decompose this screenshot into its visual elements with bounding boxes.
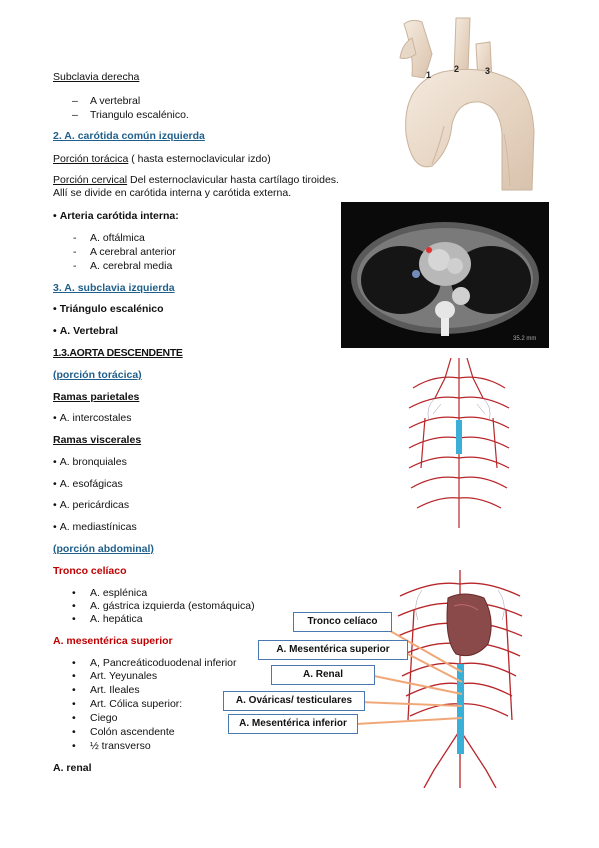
label-renal: A. Renal [271, 665, 375, 685]
porcion-cervical-text: Del esternoclavicular hasta cartílago ti… [127, 174, 339, 186]
list-item: A. pericárdicas [53, 499, 129, 511]
porcion-toracica-line: Porción torácica ( hasta esternoclavicul… [53, 153, 271, 165]
svg-text:35.2 mm: 35.2 mm [513, 336, 536, 342]
list-item: A. gástrica izquierda (estomáquica) [72, 600, 255, 612]
arch-label-1: 1 [426, 70, 431, 80]
porcion-cervical-text2: Allí se divide en carótida interna y car… [53, 187, 292, 199]
porcion-abdominal-section: (porción abdominal) [53, 543, 154, 555]
list-item: A. esofágicas [53, 478, 123, 490]
label-mesenterica-inferior: A. Mesentérica inferior [228, 714, 358, 734]
mesenterica-superior-heading: A. mesentérica superior [53, 635, 173, 647]
label-tronco-celiaco: Tronco celíaco [293, 612, 392, 632]
subclavia-izquierda-heading: 3. A. subclavia izquierda [53, 282, 175, 294]
list-item: A, Pancreáticoduodenal inferior [72, 657, 236, 669]
list-item: A. esplénica [72, 587, 147, 599]
list-item: A. hepática [72, 613, 142, 625]
porcion-toracica-text: ( hasta esternoclavicular izdo) [128, 153, 271, 165]
aorta-descendente-heading: 1.3.AORTA DESCENDENTE [53, 347, 183, 359]
porcion-cervical-line: Porción cervical Del esternoclavicular h… [53, 174, 339, 186]
list-item: ½ transverso [72, 740, 151, 752]
arch-label-2: 2 [454, 64, 459, 74]
list-item: Triangulo escalénico. [72, 109, 189, 121]
list-item: Art. Cólica superior: [72, 698, 182, 710]
renal-heading: A. renal [53, 762, 92, 774]
ct-scan-image: 35.2 mm [341, 202, 549, 348]
list-item: Art. Yeyunales [72, 670, 157, 682]
vertebral-item: A. Vertebral [53, 325, 118, 337]
label-mesenterica-superior: A. Mesentérica superior [258, 640, 408, 660]
list-item: A. oftálmica [73, 232, 145, 244]
list-item: A. intercostales [53, 412, 132, 424]
subclavia-derecha-heading: Subclavia derecha [53, 71, 140, 83]
triangulo-item: Triángulo escalénico [53, 303, 164, 315]
list-item: Art. Ileales [72, 684, 139, 696]
list-item: A vertebral [72, 95, 140, 107]
porcion-toracica-label: Porción torácica [53, 153, 129, 165]
vascular-tree-abdomen [397, 570, 523, 788]
list-item: A. mediastínicas [53, 521, 137, 533]
aortic-arch-photo: 1 2 3 [399, 17, 535, 191]
vascular-tree-thorax [408, 358, 510, 528]
tronco-celiaco-heading: Tronco celíaco [53, 565, 127, 577]
carotida-interna: Arteria carótida interna: [53, 210, 179, 222]
list-item: Ciego [72, 712, 118, 724]
arch-label-3: 3 [485, 66, 490, 76]
ramas-parietales-heading: Ramas parietales [53, 391, 140, 403]
list-item: A. cerebral media [73, 260, 172, 272]
list-item: A cerebral anterior [73, 246, 176, 258]
porcion-toracica-section: (porción torácica) [53, 369, 142, 381]
carotida-heading: 2. A. carótida común izquierda [53, 130, 205, 142]
list-item: Colón ascendente [72, 726, 175, 738]
list-item: A. bronquiales [53, 456, 127, 468]
label-ovaricas-testiculares: A. Ováricas/ testiculares [223, 691, 365, 711]
porcion-cervical-label: Porción cervical [53, 174, 128, 186]
ramas-viscerales-heading: Ramas viscerales [53, 434, 142, 446]
